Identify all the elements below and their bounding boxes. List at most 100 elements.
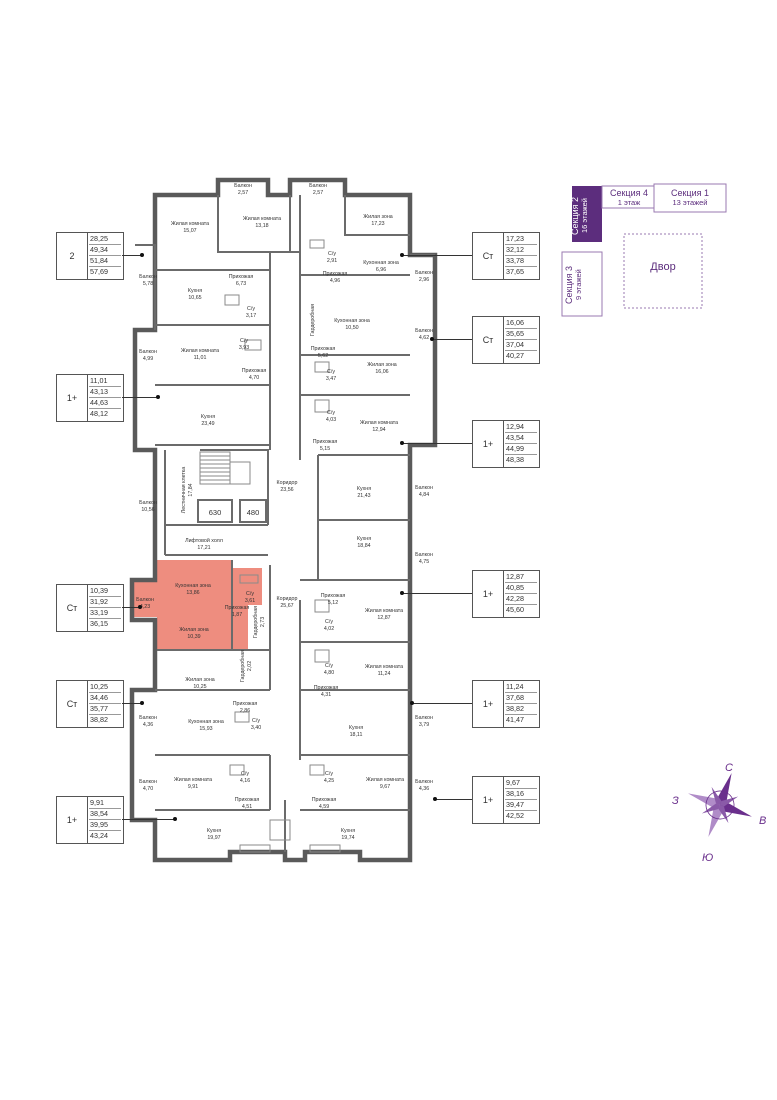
apartment-area-value: 31,92 (89, 597, 121, 608)
room-area: 3,47 (326, 376, 336, 382)
apartment-connector-dot (400, 253, 404, 257)
key-section-3-floors: 9 этажей (574, 269, 583, 301)
room-area: 12,87 (377, 615, 390, 621)
apartment-area-value: 38,82 (90, 715, 108, 724)
room-name: Прихожая (229, 274, 254, 280)
selected-apartment-highlight[interactable] (132, 560, 262, 650)
room-area: 2,57 (313, 190, 323, 196)
apartment-area-value: 12,87 (505, 572, 537, 583)
apartment-area-value: 43,24 (90, 831, 108, 840)
room-area: 4,31 (321, 692, 331, 698)
room-name: Жилая комната (181, 348, 219, 354)
room-name: Балкон (415, 485, 433, 491)
room-area: 18,84 (357, 543, 370, 549)
room-name: С/у (325, 619, 333, 625)
apartment-area-value: 38,82 (505, 704, 537, 715)
apartment-area-value: 37,04 (505, 340, 537, 351)
room-name: С/у (328, 251, 336, 257)
room-name: Балкон (234, 183, 252, 189)
apartment-area-value: 41,47 (506, 715, 524, 724)
room-name: Кухня (207, 828, 221, 834)
key-section-1-name: Секция 1 (670, 188, 709, 198)
apartment-connector-dot (400, 441, 404, 445)
room-area: 13,86 (186, 590, 199, 596)
key-section-4-name: Секция 4 (609, 188, 648, 198)
room-name: Балкон (139, 779, 157, 785)
room-area: 10,39 (187, 634, 200, 640)
room-name: Балкон (415, 779, 433, 785)
room-area: 9,91 (188, 784, 198, 790)
room-area: 10,56 (141, 507, 154, 513)
inner-walls (155, 195, 410, 852)
room-area: 17,84 (188, 483, 194, 496)
room-name: Жилая комната (243, 216, 281, 222)
compass-south: Ю (702, 852, 714, 864)
apartment-area-value: 37,65 (506, 267, 524, 276)
room-name: Жилая комната (366, 777, 404, 783)
apartment-area-value: 44,99 (505, 444, 537, 455)
apartment-area-value: 33,19 (89, 608, 121, 619)
apartment-area-value: 49,34 (89, 245, 121, 256)
apartment-area-value: 35,65 (505, 329, 537, 340)
room-area: 4,02 (324, 626, 334, 632)
room-area: 4,59 (319, 804, 329, 810)
apartment-area-value: 38,54 (89, 809, 121, 820)
room-label-garderob-2-73: Гардеробная2,73 (253, 606, 266, 638)
room-name: С/у (247, 306, 255, 312)
staircase (199, 451, 251, 485)
room-area: 16,06 (375, 369, 388, 375)
room-area: 4,23 (140, 604, 150, 610)
room-area: 4,36 (143, 722, 153, 728)
key-section-3-name: Секция 3 (564, 266, 574, 305)
room-name: Гардеробная (253, 606, 259, 638)
apartment-area-value: 36,15 (90, 619, 108, 628)
room-area: 480 (247, 508, 260, 517)
apartment-connector-dot (430, 337, 434, 341)
room-name: Балкон (415, 270, 433, 276)
apartment-connector-line (122, 255, 142, 256)
room-area: 10,65 (188, 295, 201, 301)
apartment-type: Ст (473, 233, 504, 279)
room-name: С/у (327, 369, 335, 375)
room-name: Прихожая (242, 368, 267, 374)
apartment-type: Ст (57, 681, 88, 727)
apartment-type: 1+ (473, 571, 504, 617)
room-name: Балкон (415, 552, 433, 558)
apartment-connector-dot (140, 701, 144, 705)
room-name: Кухонная зона (188, 719, 224, 725)
room-area: 4,70 (249, 375, 259, 381)
